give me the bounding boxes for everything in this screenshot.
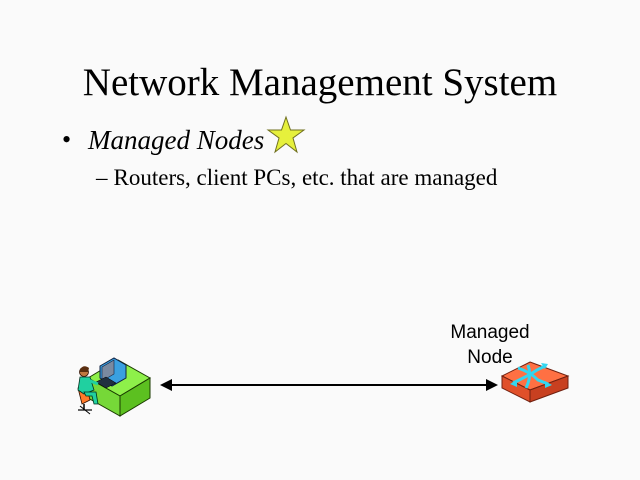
- arrowhead-left-icon: [160, 379, 172, 391]
- bullet-text: Managed Nodes: [88, 124, 265, 155]
- sub-bullet-marker: –: [96, 165, 108, 190]
- bullet-marker: •: [62, 125, 72, 154]
- star-icon: [266, 115, 306, 154]
- connection-arrow: [160, 379, 498, 391]
- router-icon: [500, 361, 570, 403]
- sub-bullet: –Routers, client PCs, etc. that are mana…: [96, 162, 497, 194]
- slide-title: Network Management System: [82, 61, 558, 104]
- managed-node-label: Managed Node: [430, 320, 550, 370]
- managed-node-label-line2: Node: [467, 347, 513, 368]
- arrowhead-right-icon: [486, 379, 498, 391]
- managed-node-label-line1: Managed: [450, 322, 530, 343]
- sub-bullet-text: Routers, client PCs, etc. that are manag…: [113, 165, 498, 190]
- bullet-managed-nodes: • Managed Nodes: [62, 115, 306, 160]
- workstation-operator-icon: [77, 357, 151, 417]
